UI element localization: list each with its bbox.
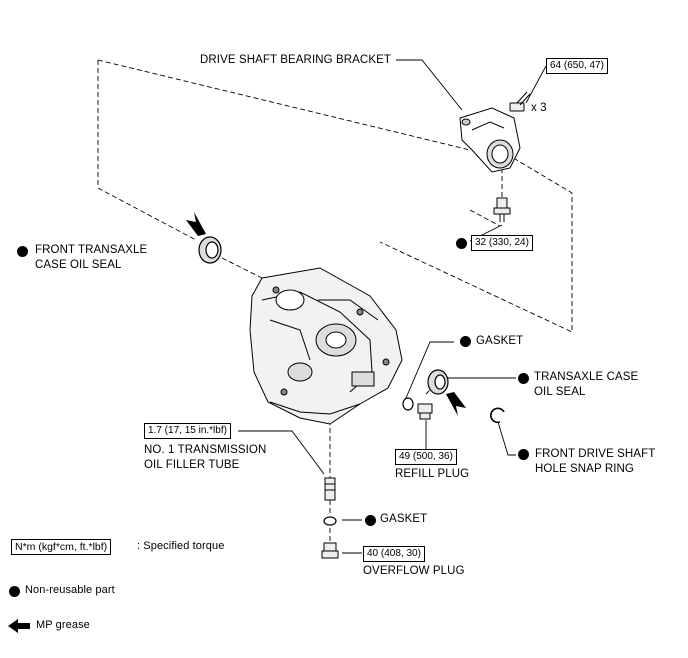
bracket-label: DRIVE SHAFT BEARING BRACKET [200,54,391,66]
gasket-bottom-label: GASKET [380,513,428,525]
overflow-plug-part [321,542,339,559]
snap-ring-label-2: HOLE SNAP RING [535,463,634,475]
refill-gasket [402,397,414,411]
front-seal-grease-arrow [186,212,206,236]
snap-ring-label-1: FRONT DRIVE SHAFT [535,448,656,460]
overflow-plug-label: OVERFLOW PLUG [363,565,465,577]
transaxle-housing [249,267,403,425]
legend-grease: MP grease [36,619,90,631]
gasket-top-label: GASKET [476,335,524,347]
non-reusable-dot-icon [456,238,467,249]
bracket-bolt [509,91,531,112]
case-seal-label-1: TRANSAXLE CASE [534,371,639,383]
refill-plug-label: REFILL PLUG [395,468,470,480]
refill-plug-part [417,403,433,420]
front-seal-label-2: CASE OIL SEAL [35,259,122,271]
non-reusable-dot-icon [518,373,529,384]
non-reusable-dot-icon [365,515,376,526]
legend-torque-box: N*m (kgf*cm, ft.*lbf) [11,539,112,555]
assembly-dashed-outline [97,59,573,543]
non-reusable-dot-icon [518,449,529,460]
non-reusable-dot-icon [460,336,471,347]
filler-tube-label-1: NO. 1 TRANSMISSION [144,444,267,456]
filler-tube-part [324,477,336,501]
case-oil-seal [427,369,449,395]
bracket-torque-box: 64 (650, 47) [546,58,608,74]
non-reusable-dot-icon [17,246,28,257]
lower-bolt-torque-box: 32 (330, 24) [471,235,533,251]
bolt-quantity: x 3 [531,102,547,114]
filler-tube-label-2: OIL FILLER TUBE [144,459,240,471]
non-reusable-dot-icon [9,586,20,597]
refill-plug-torque-box: 49 (500, 36) [395,449,457,465]
mp-grease-arrow-icon [8,619,30,633]
legend-non-reusable: Non-reusable part [25,584,115,596]
snap-ring-part [490,407,505,424]
lower-bracket-bolt [493,197,511,222]
bearing-bracket [459,107,521,173]
case-seal-grease-arrow [446,392,466,416]
overflow-gasket [323,516,337,526]
overflow-plug-torque-box: 40 (408, 30) [363,546,425,562]
front-oil-seal [198,236,222,264]
front-seal-label-1: FRONT TRANSAXLE [35,244,148,256]
filler-tube-torque-box: 1.7 (17, 15 in.*lbf) [144,423,231,439]
legend-torque-desc: : Specified torque [137,540,225,552]
case-seal-label-2: OIL SEAL [534,386,586,398]
leader-lines [238,59,547,554]
